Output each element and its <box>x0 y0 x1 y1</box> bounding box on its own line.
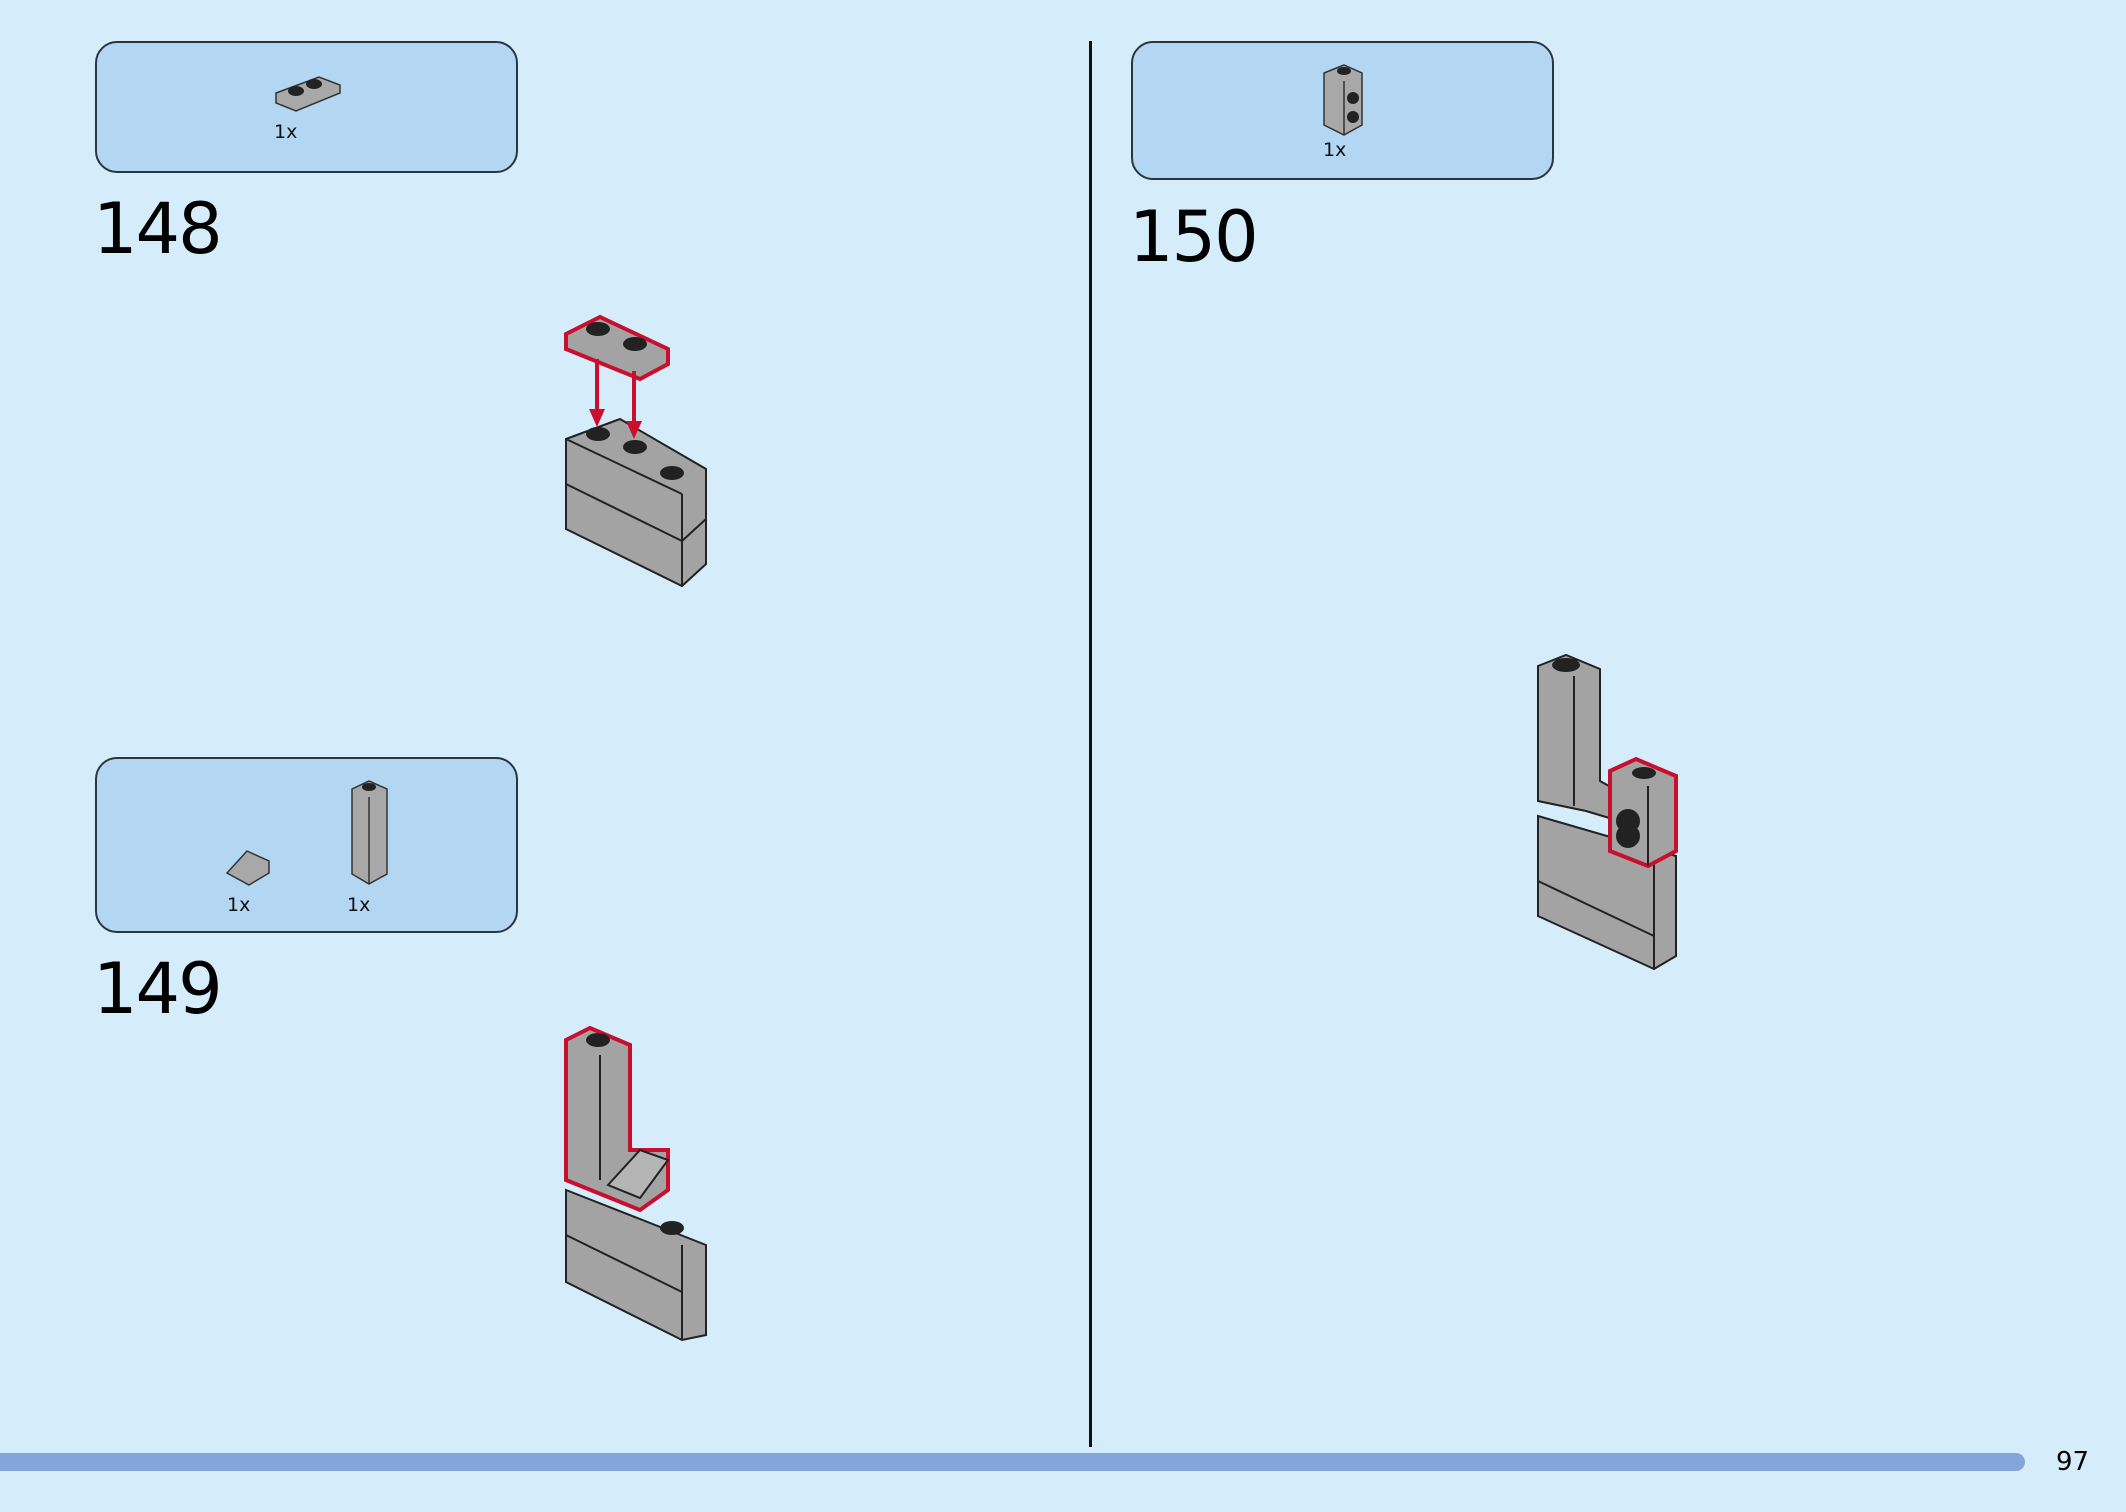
page-divider <box>1089 41 1092 1447</box>
brick-1x1x3-icon <box>351 780 388 885</box>
part-qty: 1x <box>1323 139 1347 161</box>
page-number: 97 <box>2056 1447 2090 1477</box>
brick-1x1-studs-side-icon <box>1323 64 1363 136</box>
part-qty: 1x <box>347 894 371 916</box>
part-qty: 1x <box>274 121 298 143</box>
slope-brick-icon <box>225 850 270 886</box>
model-150-icon <box>1537 653 1678 971</box>
parts-list-148: 1x <box>95 41 518 173</box>
plate-1x2-icon <box>275 76 341 112</box>
step-number-150: 150 <box>1129 196 1259 278</box>
model-148-icon <box>564 314 707 588</box>
part-qty: 1x <box>227 894 251 916</box>
parts-list-150: 1x <box>1131 41 1554 180</box>
step-number-149: 149 <box>93 948 223 1030</box>
step-number-148: 148 <box>93 188 223 270</box>
page-footer-bar <box>0 1453 2025 1471</box>
parts-list-149: 1x 1x <box>95 757 518 933</box>
model-149-icon <box>564 1025 707 1342</box>
